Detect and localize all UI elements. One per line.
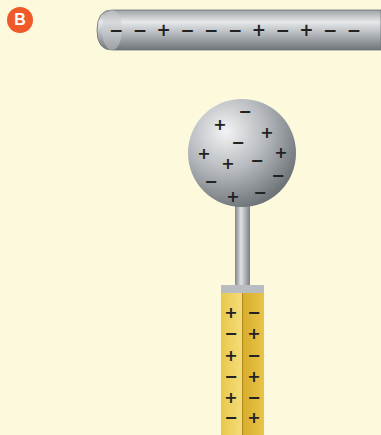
- leaf-charge: −: [247, 305, 260, 321]
- sphere-charge: −: [238, 104, 251, 120]
- rod-charges: − − + − − − + − + − −: [109, 22, 361, 39]
- gold-leaves: [221, 285, 264, 435]
- sphere-charge: +: [274, 145, 287, 161]
- leaf-charge: −: [224, 369, 237, 385]
- leaf-charge: −: [224, 410, 237, 426]
- sphere-charge: −: [204, 174, 217, 190]
- sphere-charge: −: [271, 168, 284, 184]
- panel-badge: B: [7, 7, 33, 33]
- metal-stem: [235, 195, 250, 290]
- charged-rod: [97, 10, 381, 50]
- sphere-charge: +: [226, 189, 239, 205]
- metal-sphere: [188, 99, 296, 207]
- leaf-charge: +: [247, 410, 260, 426]
- leaf-charge: −: [247, 390, 260, 406]
- leaf-charge: +: [247, 326, 260, 342]
- leaf-charge: +: [224, 390, 237, 406]
- leaf-charge: +: [224, 305, 237, 321]
- leaf-charge: −: [224, 326, 237, 342]
- leaf-charge: −: [247, 348, 260, 364]
- sphere-charge: +: [197, 146, 210, 162]
- sphere-charge: −: [250, 153, 263, 169]
- sphere-charge: +: [213, 117, 226, 133]
- sphere-charge: −: [231, 135, 244, 151]
- sphere-charge: −: [253, 185, 266, 201]
- panel-letter: B: [14, 12, 26, 28]
- sphere-charge: +: [221, 156, 234, 172]
- leaf-charge: +: [247, 369, 260, 385]
- sphere-charge: +: [260, 125, 273, 141]
- leaf-charge: +: [224, 348, 237, 364]
